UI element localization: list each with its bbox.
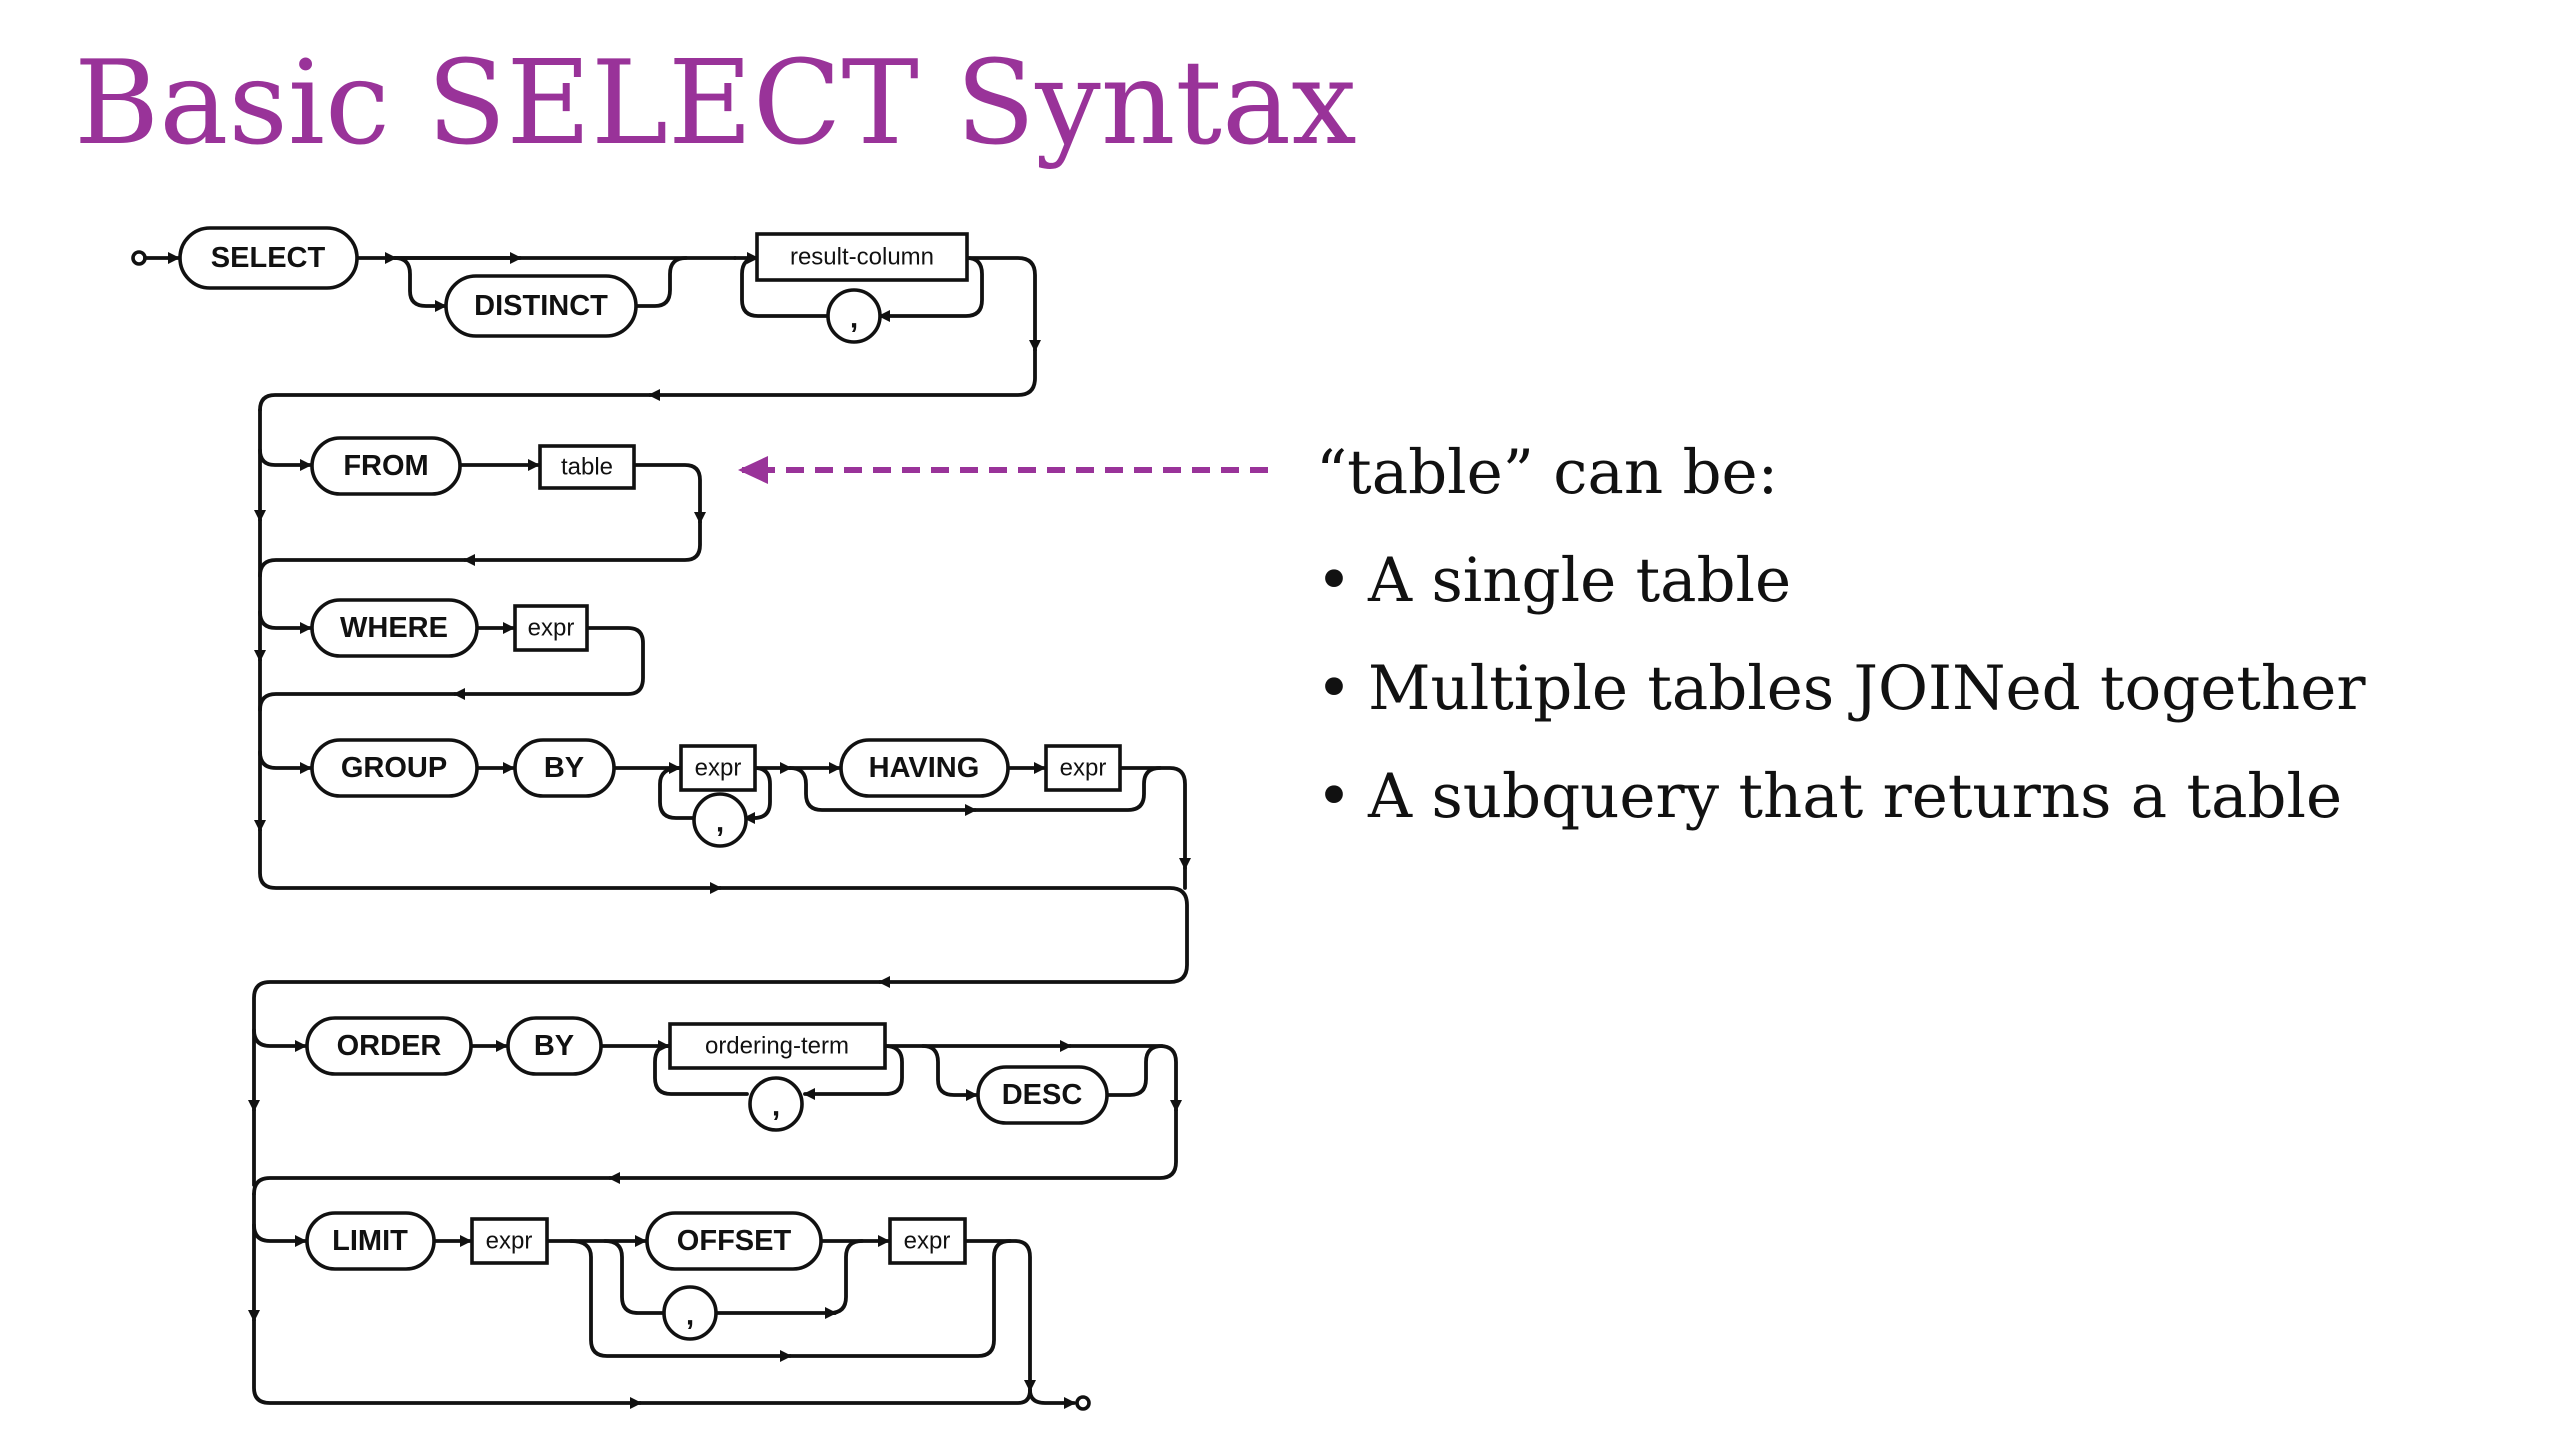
note-item-text: A single table	[1368, 545, 1792, 616]
bullet-icon: •	[1316, 545, 1352, 616]
keyword-distinct: DISTINCT	[444, 274, 638, 338]
keyword-select: SELECT	[178, 226, 359, 290]
keyword-order: ORDER	[305, 1016, 473, 1076]
rule-having-expr: expr	[1044, 744, 1122, 792]
bullet-icon: •	[1316, 761, 1352, 832]
keyword-order-by: BY	[506, 1016, 603, 1076]
rule-group-expr: expr	[679, 744, 757, 792]
svg-text:result-column: result-column	[790, 244, 934, 271]
keyword-desc: DESC	[976, 1065, 1109, 1125]
comma-limit: ,	[662, 1285, 718, 1341]
svg-text:table: table	[561, 454, 613, 481]
keyword-where: WHERE	[310, 598, 479, 658]
svg-text:SELECT: SELECT	[211, 242, 326, 274]
keyword-from: FROM	[310, 436, 462, 496]
table-note: “table” can be: •A single table •Multipl…	[1316, 430, 2516, 862]
svg-text:GROUP: GROUP	[341, 752, 447, 784]
slide-title: Basic SELECT Syntax	[74, 36, 1357, 171]
svg-text:DESC: DESC	[1002, 1079, 1083, 1111]
svg-text:ordering-term: ordering-term	[705, 1033, 849, 1060]
keyword-having: HAVING	[839, 738, 1010, 798]
rule-limit-expr: expr	[470, 1217, 549, 1265]
svg-text:FROM: FROM	[343, 450, 428, 482]
track-lines	[131, 250, 1191, 1411]
keyword-group: GROUP	[310, 738, 479, 798]
note-item: •A subquery that returns a table	[1316, 754, 2516, 862]
svg-text:BY: BY	[544, 752, 584, 784]
keyword-group-by: BY	[513, 738, 616, 798]
bullet-icon: •	[1316, 653, 1352, 724]
svg-text:,: ,	[850, 302, 858, 335]
end-terminal-icon	[1075, 1395, 1091, 1411]
svg-text:,: ,	[716, 806, 724, 839]
note-item-text: A subquery that returns a table	[1368, 761, 2343, 832]
note-item: •Multiple tables JOINed together	[1316, 646, 2516, 754]
note-heading: “table” can be:	[1316, 437, 1779, 508]
svg-text:expr: expr	[695, 755, 742, 782]
svg-text:BY: BY	[534, 1030, 574, 1062]
comma-ordering: ,	[748, 1076, 804, 1132]
svg-text:expr: expr	[1060, 755, 1107, 782]
svg-text:expr: expr	[486, 1228, 533, 1255]
note-item: •A single table	[1316, 538, 2516, 646]
keyword-offset: OFFSET	[645, 1211, 823, 1271]
svg-text:DISTINCT: DISTINCT	[474, 290, 608, 322]
svg-text:ORDER: ORDER	[337, 1030, 442, 1062]
svg-text:expr: expr	[904, 1228, 951, 1255]
svg-text:OFFSET: OFFSET	[677, 1225, 792, 1257]
rule-table: table	[538, 444, 636, 490]
comma-result-column: ,	[826, 288, 882, 344]
note-item-text: Multiple tables JOINed together	[1368, 653, 2366, 724]
rule-result-column: result-column	[755, 232, 969, 282]
rule-ordering-term: ordering-term	[668, 1022, 887, 1070]
note-list: •A single table •Multiple tables JOINed …	[1316, 538, 2516, 862]
rule-where-expr: expr	[513, 604, 589, 652]
svg-text:HAVING: HAVING	[869, 752, 980, 784]
svg-text:,: ,	[686, 1299, 694, 1332]
keyword-limit: LIMIT	[305, 1211, 436, 1271]
rule-offset-expr: expr	[888, 1217, 967, 1265]
svg-text:expr: expr	[528, 615, 575, 642]
comma-group: ,	[692, 792, 748, 848]
svg-text:LIMIT: LIMIT	[332, 1225, 408, 1257]
svg-text:WHERE: WHERE	[340, 612, 448, 644]
svg-text:,: ,	[772, 1090, 780, 1123]
